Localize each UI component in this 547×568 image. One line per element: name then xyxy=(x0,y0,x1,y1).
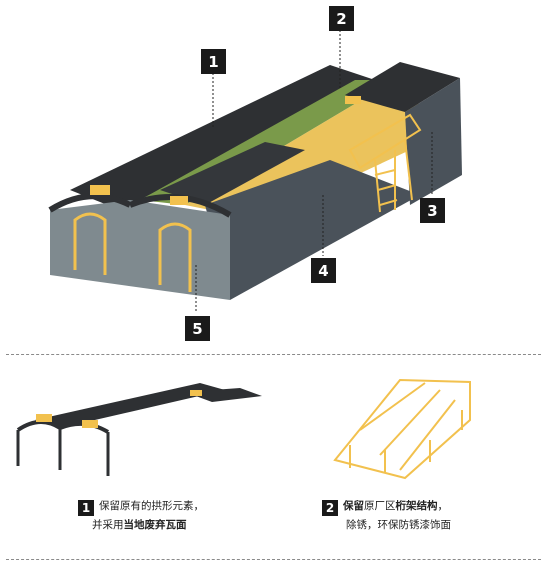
caption-1: 1 保留原有的拱形元素， 并采用当地废弃瓦面 xyxy=(78,497,204,534)
roof-accent-2 xyxy=(170,196,188,205)
caption-1-number: 1 xyxy=(78,500,94,516)
caption-2-bold-1: 保留 xyxy=(343,500,364,512)
facade-truss-2 xyxy=(158,222,192,292)
roof-accent-3 xyxy=(345,96,361,104)
roof-structure-wing xyxy=(185,388,262,402)
truss-tower xyxy=(348,113,422,213)
caption-2-mid: 原厂区 xyxy=(364,500,396,512)
separator-top xyxy=(6,354,541,355)
caption-2-line2: 除锈，环保防锈漆饰面 xyxy=(346,519,451,531)
caption-1-line2-pre: 并采用 xyxy=(92,519,124,531)
caption-1-line2-bold: 当地废弃瓦面 xyxy=(123,519,187,531)
marker-5: 5 xyxy=(185,316,210,341)
roof-structure-accent-1 xyxy=(36,414,52,422)
caption-2-end: ， xyxy=(437,500,449,512)
facade-truss-1 xyxy=(73,212,107,275)
hall-roof-back xyxy=(70,65,375,210)
marker-1: 1 xyxy=(201,49,226,74)
marker-3: 3 xyxy=(420,198,445,223)
right-hall-wall xyxy=(405,78,462,205)
front-hall-roof xyxy=(160,142,305,205)
caption-2-bold-2: 桁架结构 xyxy=(395,500,438,512)
truss-frame-illustration xyxy=(333,378,471,480)
separator-bottom xyxy=(6,559,541,560)
roof-structure-main xyxy=(35,383,225,428)
front-facade xyxy=(50,200,230,300)
marker-4: 4 xyxy=(311,258,336,283)
caption-2-number: 2 xyxy=(322,500,338,516)
roof-structure-illustration xyxy=(16,383,262,476)
marker-2: 2 xyxy=(329,6,354,31)
roof-structure-accent-3 xyxy=(190,390,202,396)
roof-arch-left xyxy=(16,420,62,432)
right-hall-roof xyxy=(345,62,460,112)
front-arch-left xyxy=(48,193,132,213)
main-building xyxy=(48,30,462,313)
caption-1-line1: 保留原有的拱形元素， xyxy=(99,500,204,512)
roof-accent-1 xyxy=(90,185,110,195)
roof-structure-accent-2 xyxy=(82,420,98,428)
caption-2: 2 保留原厂区桁架结构， 除锈，环保防锈漆饰面 xyxy=(322,497,451,534)
front-hall-side-wall xyxy=(205,160,420,300)
